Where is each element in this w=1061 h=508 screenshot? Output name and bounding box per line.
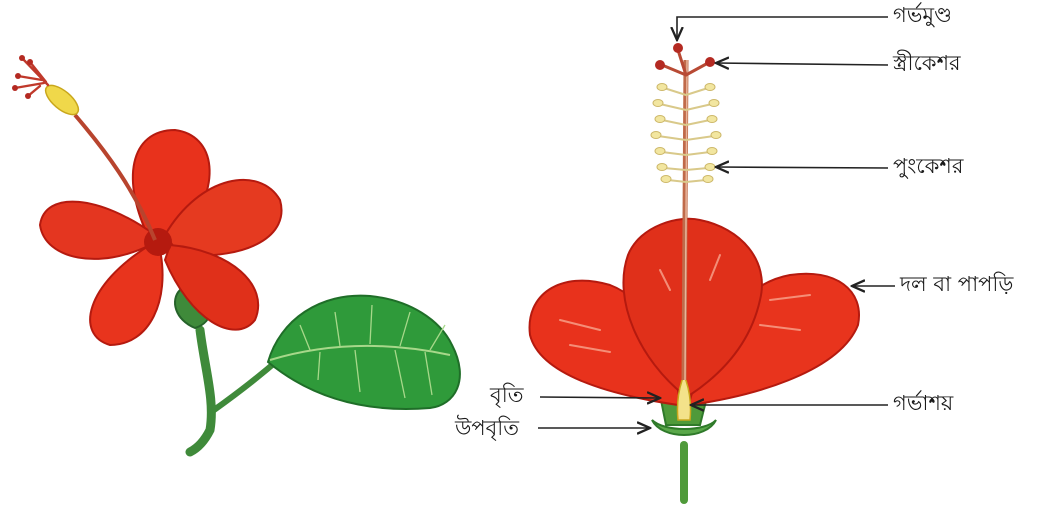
label-petal: দল বা পাপড়ি [900,274,1013,295]
label-calyx: বৃতি [490,385,523,406]
label-epicalyx: উপবৃতি [455,418,519,439]
sectioned-flower-illustration [530,43,859,500]
leader-stigma [677,17,888,40]
label-stamen: পুংকেশর [893,156,963,177]
flower-stem [190,330,211,452]
label-pistil: স্ত্রীকেশর [893,53,961,74]
leader-pistil [716,63,888,65]
leaf-stalk [214,360,278,410]
leader-stamen [716,167,888,168]
label-stigma: গর্ভমুণ্ড [893,5,952,26]
petals-section [530,219,859,405]
anthers-left [41,80,83,120]
leader-calyx [540,397,660,398]
label-ovary: গর্ভাশয় [893,393,953,414]
stigma-tip [673,43,683,53]
whole-flower-illustration [12,55,460,452]
